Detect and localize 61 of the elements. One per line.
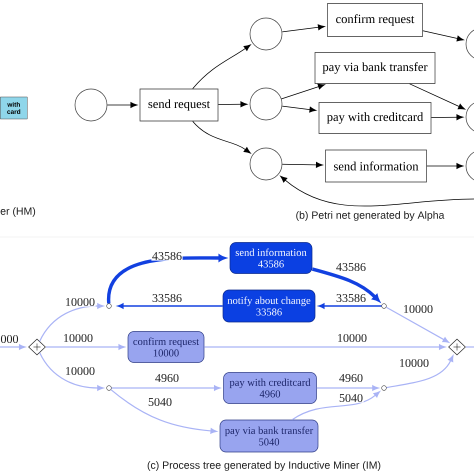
edge-label: 4960 <box>338 373 364 383</box>
activity-box: notify about change 33586 <box>222 290 316 322</box>
arrow <box>106 102 138 108</box>
arrow <box>282 106 316 113</box>
arrow <box>281 84 325 100</box>
activity-box: confirm request 10000 <box>128 331 204 363</box>
edge-label: 5040 <box>147 397 173 407</box>
arrow <box>409 83 466 110</box>
edge-label: 5040 <box>338 393 364 403</box>
arrow <box>46 344 125 350</box>
edge-label: 33586 <box>335 293 367 303</box>
arrow <box>110 389 217 434</box>
arrow <box>280 176 474 206</box>
edge-label: 10000 <box>336 333 368 343</box>
subfigure-caption: (b) Petri net generated by Alpha <box>296 211 444 221</box>
activity-box: pay with creditcard 4960 <box>223 372 317 404</box>
arrow <box>107 254 226 304</box>
activity-box: send information 43586 <box>230 242 312 274</box>
transition-box: pay via bank transfer <box>314 52 436 84</box>
arrow <box>316 385 379 391</box>
transition-box: confirm request <box>327 3 423 37</box>
edge-label: 10000 <box>402 304 434 314</box>
edge-label: 43586 <box>335 262 367 272</box>
edge-label: 10000 <box>398 358 430 368</box>
arrow <box>422 30 464 42</box>
arrow <box>218 101 248 108</box>
arrow <box>204 344 446 350</box>
arrow <box>386 355 454 388</box>
arrow <box>192 120 251 154</box>
edge-label: 000 <box>0 334 20 344</box>
place-circle <box>250 148 282 180</box>
arrow <box>426 163 464 169</box>
arrow <box>312 267 380 302</box>
gateway-diamond <box>448 338 466 356</box>
arrow <box>292 391 380 420</box>
edge-label: 10000 <box>62 333 94 343</box>
arrow <box>430 114 464 120</box>
place-circle <box>74 88 108 122</box>
arrow <box>39 352 104 391</box>
edge-label: 10000 <box>64 366 96 376</box>
arrow <box>112 385 220 391</box>
transition-box: pay with creditcard <box>318 102 432 134</box>
arrow <box>0 344 26 350</box>
place-circle <box>250 18 282 50</box>
edge-label: 43586 <box>151 251 183 261</box>
arrow <box>118 303 223 309</box>
edge-label: 33586 <box>151 293 183 303</box>
arrow <box>318 303 382 309</box>
gateway-diamond <box>28 338 46 356</box>
transition-box: send request <box>140 88 218 122</box>
arrow <box>282 162 323 168</box>
edge-label: 4960 <box>154 373 180 383</box>
activity-box: pay via bank transfer 5040 <box>220 420 318 452</box>
transition-box: send information <box>325 150 427 182</box>
arrow <box>282 24 325 32</box>
arrow <box>192 44 251 90</box>
arrow <box>39 303 104 342</box>
place-circle <box>250 88 282 120</box>
arrow <box>386 306 450 343</box>
edge-label: 10000 <box>64 297 96 307</box>
subfigure-caption: er (HM) <box>0 207 36 217</box>
